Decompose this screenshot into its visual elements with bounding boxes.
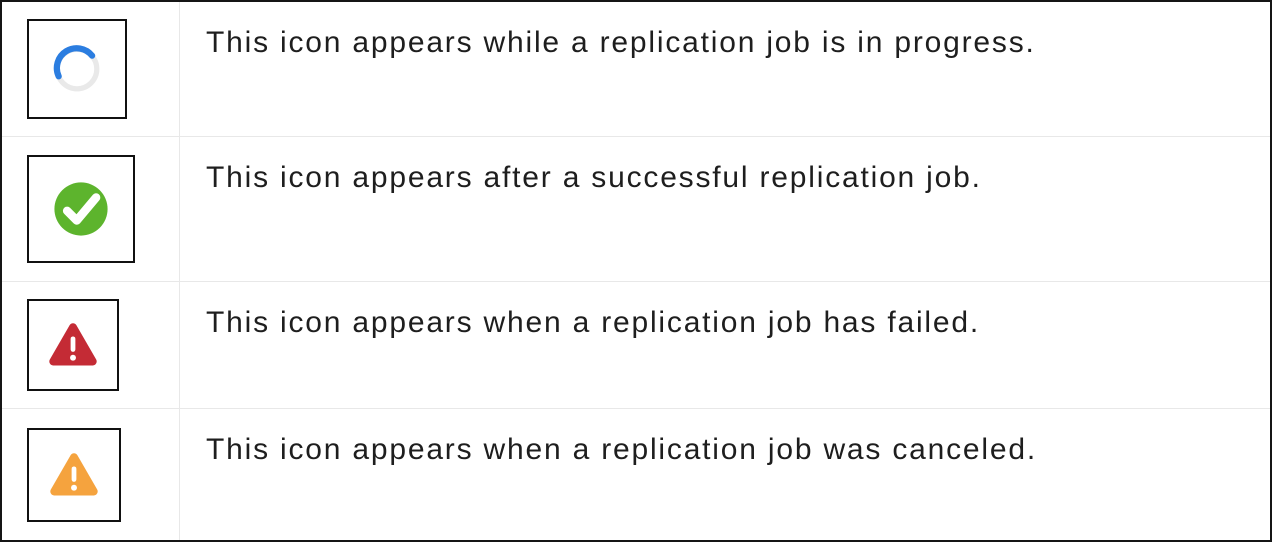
- icon-box: [27, 299, 119, 391]
- description-cell: This icon appears when a replication job…: [180, 282, 1270, 408]
- table-row-success: This icon appears after a successful rep…: [2, 136, 1270, 281]
- table-row-failed: This icon appears when a replication job…: [2, 281, 1270, 408]
- description-cell: This icon appears while a replication jo…: [180, 2, 1270, 136]
- spinner-in-progress-icon: [53, 45, 100, 92]
- row-description: This icon appears after a successful rep…: [206, 161, 982, 194]
- icon-box: [27, 19, 127, 119]
- icon-cell: [2, 2, 180, 136]
- failed-warning-icon: [49, 323, 97, 366]
- icon-box: [27, 155, 135, 263]
- icon-cell: [2, 137, 180, 281]
- icon-box: [27, 427, 121, 522]
- table-row-canceled: This icon appears when a replication job…: [2, 408, 1270, 540]
- icon-cell: [2, 282, 180, 408]
- row-description: This icon appears when a replication job…: [206, 306, 981, 339]
- description-cell: This icon appears when a replication job…: [180, 409, 1270, 540]
- row-description: This icon appears when a replication job…: [206, 433, 1037, 466]
- success-check-icon: [54, 182, 108, 236]
- icon-cell: [2, 409, 180, 540]
- description-cell: This icon appears after a successful rep…: [180, 137, 1270, 281]
- table-row-in-progress: This icon appears while a replication jo…: [2, 2, 1270, 136]
- canceled-warning-icon: [50, 452, 98, 495]
- row-description: This icon appears while a replication jo…: [206, 26, 1036, 59]
